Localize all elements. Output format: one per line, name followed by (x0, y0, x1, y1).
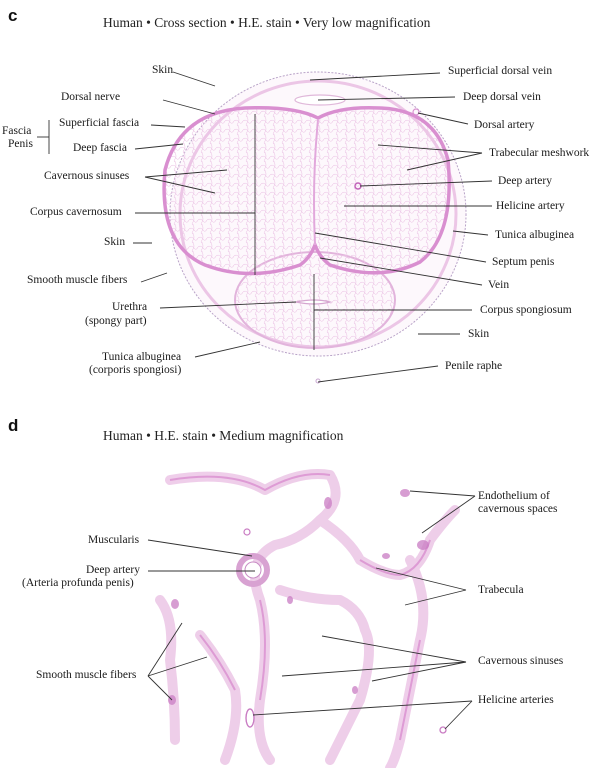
label-c-skin-top: Skin (152, 64, 174, 76)
leader-cavernous-2 (144, 176, 216, 194)
panel-c-title: Human • Cross section • H.E. stain • Ver… (103, 15, 431, 30)
label-d-endothelium: Endothelium of (478, 490, 550, 502)
dorsal-artery-shape (412, 108, 420, 116)
label-c-deep-dorsal-vein: Deep dorsal vein (463, 91, 541, 103)
label-c-helicine-artery: Helicine artery (496, 200, 565, 212)
label-c-trabecular-meshwork: Trabecular meshwork (489, 147, 590, 159)
label-d-deep-artery-sub: (Arteria profunda penis) (22, 577, 134, 589)
label-penis: Penis (8, 138, 33, 150)
leader-d-cavernous-2 (281, 661, 467, 677)
label-c-superficial-dorsal-vein: Superficial dorsal vein (448, 65, 553, 77)
leader-d-trabecula-2 (404, 589, 467, 606)
label-c-smooth-muscle-fibers: Smooth muscle fibers (27, 274, 128, 286)
trabecula-band-5 (195, 630, 242, 765)
deep-artery-vessel (236, 553, 270, 587)
label-c-corpus-spongiosum: Corpus spongiosum (480, 304, 572, 316)
leader-septum-penis (314, 232, 487, 263)
leader-urethra (159, 301, 297, 309)
penile-raphe-shape (315, 378, 321, 384)
leader-tunica-albuginea (452, 230, 489, 236)
leader-cavernous-1 (144, 169, 228, 178)
label-d-smooth-muscle-fibers: Smooth muscle fibers (36, 669, 137, 681)
leader-vein (319, 257, 483, 286)
leader-deep-artery (359, 180, 493, 187)
leader-deep-dorsal-vein (317, 96, 456, 101)
leader-superficial-dorsal-vein (309, 72, 441, 81)
leader-d-helicine-1 (252, 700, 473, 716)
leader-d-trabecula-1 (375, 567, 467, 591)
label-c-tunica-albuginea: Tunica albuginea (495, 229, 575, 241)
label-d-endothelium-sub: cavernous spaces (478, 503, 558, 515)
label-c-penile-raphe: Penile raphe (445, 360, 503, 372)
leader-skin-top (172, 71, 216, 87)
leader-d-smooth-muscle-2 (147, 656, 208, 677)
panel-d-title: Human • H.E. stain • Medium magnificatio… (103, 428, 344, 443)
label-d-cavernous-sinuses: Cavernous sinuses (478, 655, 564, 667)
leader-d-cavernous-1 (321, 635, 467, 663)
leader-d-endothelium-1 (409, 490, 476, 497)
label-c-urethra-sub: (spongy part) (85, 315, 147, 327)
leader-trabecular-1 (377, 144, 483, 154)
helicine-artery-2 (439, 726, 447, 734)
label-d-helicine-arteries: Helicine arteries (478, 694, 554, 706)
leader-penile-raphe (317, 365, 439, 383)
helicine-artery-1 (245, 708, 255, 728)
label-c-superficial-fascia: Superficial fascia (59, 117, 140, 129)
label-c-corpus-cavernosum: Corpus cavernosum (30, 206, 122, 218)
leader-deep-fascia (134, 143, 184, 150)
label-c-deep-artery: Deep artery (498, 175, 552, 187)
label-c-septum-penis: Septum penis (492, 256, 555, 268)
panel-d-letter: d (8, 416, 19, 435)
endothelium-cluster-1 (400, 489, 410, 497)
endothelium-cluster-2 (417, 540, 429, 550)
label-c-urethra: Urethra (112, 301, 148, 313)
leader-d-smooth-muscle-1 (147, 622, 183, 677)
label-d-deep-artery: Deep artery (86, 564, 140, 576)
urethra-shape (295, 299, 333, 305)
trabecula-band-1 (165, 469, 341, 765)
label-c-deep-fascia: Deep fascia (73, 142, 127, 154)
label-fascia: Fascia (2, 125, 32, 137)
trabecula-band-4 (385, 555, 429, 768)
trabecula-band-2 (315, 505, 460, 580)
leader-tunica-spongiosi (194, 341, 261, 358)
label-c-skin-bottom: Skin (468, 328, 490, 340)
leader-d-cavernous-3 (371, 661, 467, 682)
label-c-tunica-spongiosi-sub: (corporis spongiosi) (89, 364, 182, 376)
label-d-muscularis: Muscularis (88, 534, 140, 546)
label-d-trabecula: Trabecula (478, 584, 524, 596)
label-c-dorsal-artery: Dorsal artery (474, 119, 535, 131)
leader-d-helicine-2 (444, 700, 473, 730)
leader-smooth-muscle (140, 272, 168, 283)
label-c-dorsal-nerve: Dorsal nerve (61, 91, 121, 103)
label-c-tunica-spongiosi: Tunica albuginea (102, 351, 182, 363)
leader-d-endothelium-2 (421, 495, 476, 534)
panel-c-letter: c (8, 6, 18, 25)
leader-trabecular-2 (406, 152, 483, 171)
label-c-vein: Vein (488, 279, 510, 291)
panel-c-micrograph (37, 71, 493, 384)
leader-superficial-fascia (150, 124, 186, 128)
trabecula-band-6 (155, 595, 180, 745)
septum-line (313, 119, 319, 246)
leader-dorsal-artery (417, 112, 469, 125)
trabecula-band-3 (275, 585, 374, 765)
leader-d-muscularis (147, 539, 253, 557)
leader-d-smooth-muscle-3 (147, 675, 173, 701)
label-c-skin-mid: Skin (104, 236, 126, 248)
corpora-cavernosa-shape (162, 105, 451, 276)
label-c-cavernous-sinuses: Cavernous sinuses (44, 170, 130, 182)
leader-dorsal-nerve (162, 99, 216, 115)
